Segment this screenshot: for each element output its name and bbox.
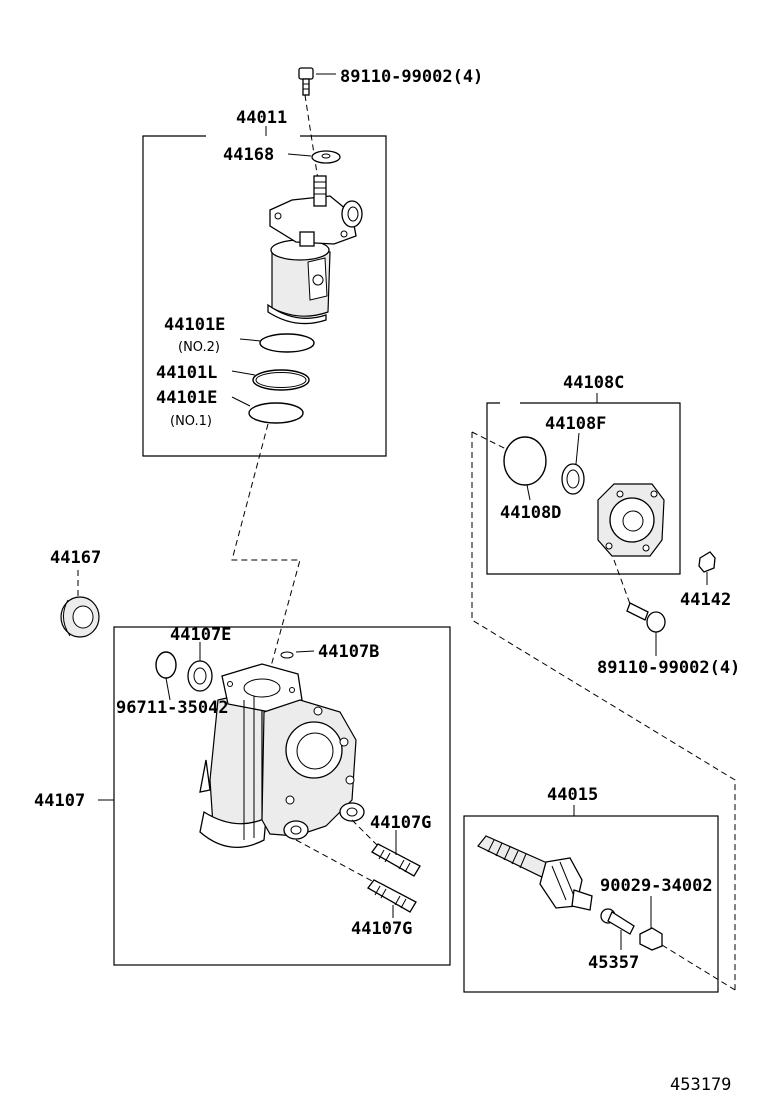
- ring-44101l-part: [252, 369, 310, 391]
- leader-44107b: [295, 650, 315, 653]
- oring-44108d-part: [503, 436, 547, 486]
- label-stud-upper: 44107G: [370, 813, 431, 833]
- label-stud-lower: 44107G: [351, 919, 412, 939]
- label-oring-no1-note: (NO.1): [170, 414, 212, 429]
- dash-bolt-right: [613, 559, 631, 605]
- label-end-cover-seal: 44108F: [545, 414, 606, 434]
- leader-44168: [287, 153, 312, 157]
- label-bolt-right: 89110-99002(4): [597, 658, 740, 678]
- housing-box: [113, 626, 451, 966]
- stud-upper-part: [371, 843, 421, 877]
- stud-lower-part: [367, 879, 417, 913]
- label-seal-44167: 44167: [50, 548, 101, 568]
- label-sector-shaft-assy: 44015: [547, 785, 598, 805]
- label-housing-seal: 44107E: [170, 625, 231, 645]
- adjust-nut-part: [639, 927, 663, 951]
- label-washer-44168: 44168: [223, 145, 274, 165]
- leader-96711: [165, 677, 171, 701]
- dash-bolt-to-valve: [304, 94, 319, 181]
- oring-96711-part: [155, 651, 177, 679]
- control-valve-part: [267, 175, 363, 325]
- label-adjust-screw: 45357: [588, 953, 639, 973]
- leader-44108d: [526, 484, 531, 501]
- valve-assy-box: [142, 135, 387, 457]
- label-end-cover-oring: 44108D: [500, 503, 561, 523]
- sector-shaft-part: [477, 835, 593, 911]
- label-ring-44101l: 44101L: [156, 363, 217, 383]
- illustration-number: 453179: [670, 1075, 731, 1095]
- top-bolt-part: [298, 67, 314, 96]
- label-housing-assy: 44107: [34, 791, 85, 811]
- label-housing-oring: 96711-35042: [116, 698, 229, 718]
- leader-44101e-no2: [239, 338, 262, 342]
- leader-44108f: [575, 432, 580, 465]
- leader-44101l: [231, 370, 256, 376]
- washer-44168-part: [311, 150, 341, 164]
- dash-stud-lower: [295, 839, 375, 883]
- seal-44108f-part: [561, 463, 585, 495]
- label-valve-assy: 44011: [236, 108, 287, 128]
- seal-44107e-part: [187, 660, 213, 692]
- seal-44167-part: [60, 596, 100, 638]
- dash-shaft-right: [661, 944, 736, 991]
- label-adjust-nut: 90029-34002: [600, 876, 713, 896]
- label-oring-no1-code: 44101E: [156, 388, 217, 408]
- dash-valve-to-housing: [231, 423, 301, 671]
- label-oring-no2-note: (NO.2): [178, 340, 220, 355]
- sector-shaft-box: [463, 815, 719, 993]
- label-end-cover-assy: 44108C: [563, 373, 624, 393]
- leader-44101e-no1: [231, 396, 251, 407]
- label-oring-no2-code: 44101E: [164, 315, 225, 335]
- oring-no1-part: [248, 402, 304, 424]
- end-cover-box: [486, 402, 681, 575]
- nut-44142-part: [698, 551, 716, 573]
- end-cover-part: [597, 483, 665, 557]
- dash-endcover-left: [471, 431, 509, 451]
- oring-no2-part: [259, 333, 315, 353]
- dash-stud-upper: [351, 819, 379, 847]
- adjust-screw-part: [600, 908, 635, 935]
- gear-housing-part: [199, 663, 365, 848]
- label-bolt-top: 89110-99002(4): [340, 67, 483, 87]
- right-bolt-part: [626, 602, 666, 633]
- label-housing-plug: 44107B: [318, 642, 379, 662]
- label-nut-44142: 44142: [680, 590, 731, 610]
- plug-44107b-part: [280, 651, 294, 659]
- dash-endcover-to-shaft: [471, 432, 736, 990]
